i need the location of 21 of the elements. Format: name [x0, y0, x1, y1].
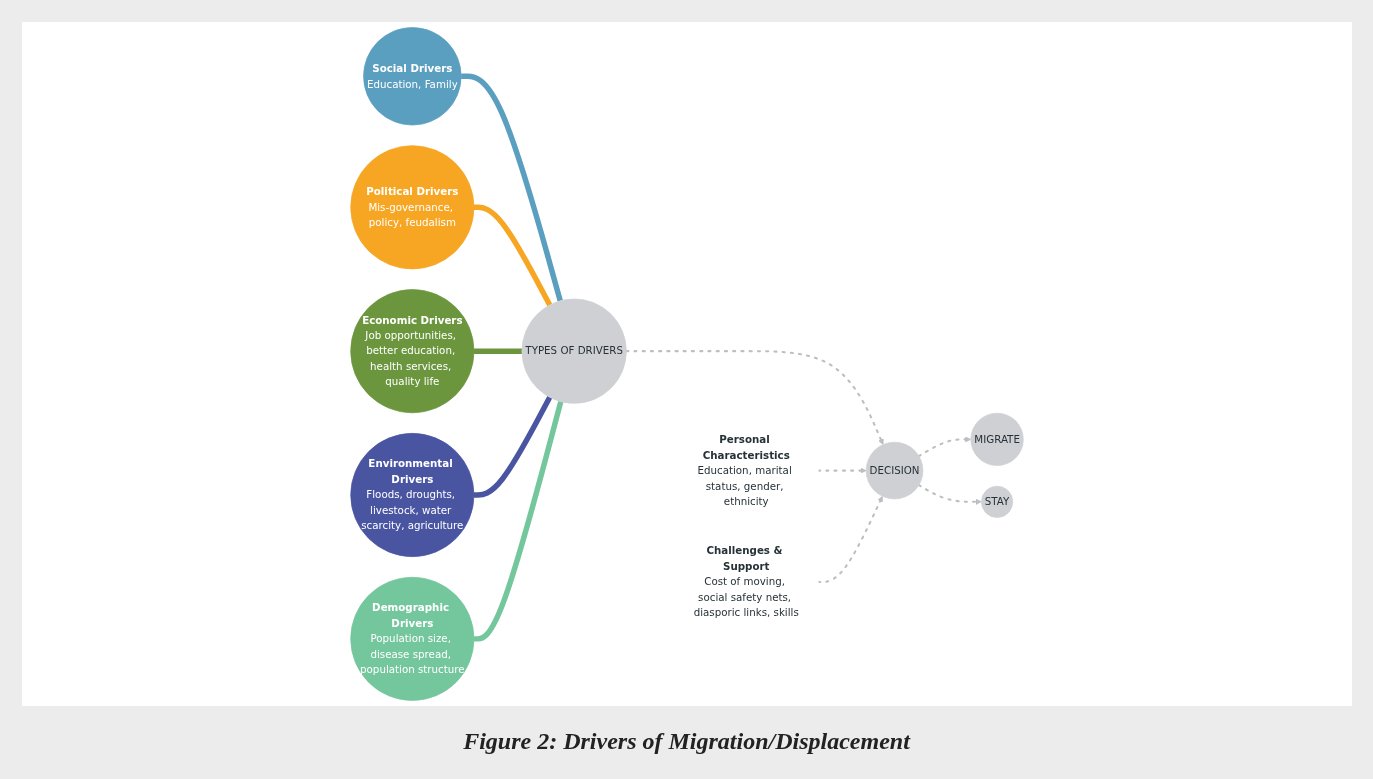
arrow	[817, 496, 883, 583]
arrow	[917, 484, 982, 505]
node-circle: MIGRATE	[970, 412, 1024, 466]
node-text: Challenges & Support Cost of moving, social safety nets, diasporic links, skills	[693, 544, 799, 619]
connector	[461, 73, 563, 302]
arrow	[817, 467, 867, 474]
node-circle: STAY	[981, 485, 1014, 518]
node-circle: Social Drivers Education, Family	[363, 27, 462, 126]
node-circle: Economic Drivers Job opportunities, better education, health services, quality life	[350, 289, 475, 414]
node-text: Personal Characteristics Education, marital status, gender, ethnicity	[697, 433, 792, 508]
connector	[474, 396, 553, 498]
node-circle: Environmental Drivers Floods, droughts, livestock, water scarcity, agriculture	[350, 433, 475, 557]
connector	[474, 348, 522, 354]
node-circle: DECISION	[865, 441, 924, 500]
node-circle: Political Drivers Mis-governance, policy, feudalism	[350, 145, 475, 270]
node-circle: TYPES OF DRIVERS	[521, 298, 627, 404]
node-circle: Demographic Drivers Population size, disease spread, population structure	[350, 576, 475, 701]
arrow	[917, 436, 972, 458]
figure-caption: Figure 2: Drivers of Migration/Displacement	[463, 728, 910, 755]
arrow	[625, 350, 884, 445]
connector	[474, 204, 553, 307]
